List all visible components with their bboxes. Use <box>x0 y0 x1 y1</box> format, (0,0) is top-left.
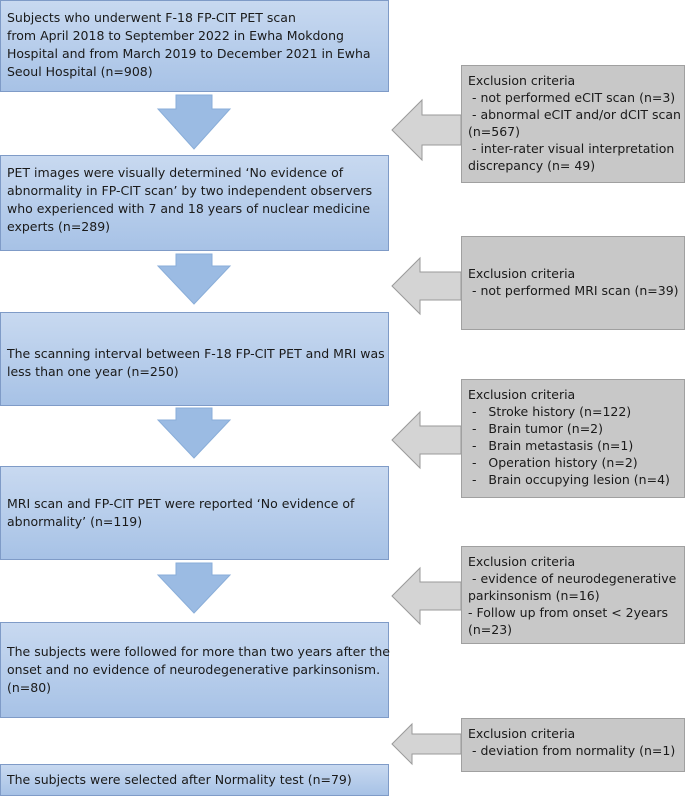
step-2-line-2: abnormality in FP-CIT scan’ by two indep… <box>7 183 373 198</box>
step-3-line-1: The scanning interval between F-18 FP-CI… <box>7 346 385 361</box>
exclusion-1-item: - inter-rater visual interpretation <box>468 141 675 156</box>
exclusion-5-title: Exclusion criteria <box>468 726 576 741</box>
exclusion-1-list: - not performed eCIT scan (n=3) - abnorm… <box>468 89 681 174</box>
exclusion-4-title: Exclusion criteria <box>468 554 576 569</box>
step-4-line-2: abnormality’ (n=119) <box>7 514 143 529</box>
down-arrow-2 <box>156 253 232 305</box>
step-box-5: The subjects were followed for more than… <box>0 622 390 718</box>
exclusion-1-item: discrepancy (n= 49) <box>468 158 596 173</box>
step-1-line-3: Hospital and from March 2019 to December… <box>7 46 371 61</box>
step-1-line-2: from April 2018 to September 2022 in Ewh… <box>7 28 344 43</box>
down-arrow-4 <box>156 562 232 614</box>
exclusion-4-item: - evidence of neurodegenerative <box>468 571 677 586</box>
step-2-line-1: PET images were visually determined ‘No … <box>7 165 344 180</box>
exclusion-4-item: - Follow up from onset < 2years <box>468 605 669 620</box>
exclusion-box-2: Exclusion criteria - not performed MRI s… <box>461 236 685 330</box>
exclusion-5-list: - deviation from normality (n=1) <box>468 742 678 759</box>
exclusion-1-item: - abnormal eCIT and/or dCIT scan <box>468 107 681 122</box>
exclusion-4-list: - evidence of neurodegenerative parkinso… <box>468 570 678 638</box>
step-5-line-3: (n=80) <box>7 680 52 695</box>
step-6-line-1: The subjects were selected after Normali… <box>7 772 352 787</box>
exclusion-box-1: Exclusion criteria - not performed eCIT … <box>461 65 685 183</box>
exclusion-3-title: Exclusion criteria <box>468 387 576 402</box>
exclusion-2-item: - not performed MRI scan (n=39) <box>468 283 679 298</box>
exclusion-3-item: - Operation history (n=2) <box>468 455 638 470</box>
exclusion-box-4: Exclusion criteria - evidence of neurode… <box>461 546 685 644</box>
step-5-line-1: The subjects were followed for more than… <box>7 644 390 659</box>
left-arrow-1 <box>391 98 462 162</box>
down-arrow-3 <box>156 407 232 459</box>
step-box-4: MRI scan and FP-CIT PET were reported ‘N… <box>0 466 389 560</box>
left-arrow-5 <box>391 722 462 766</box>
exclusion-3-list: - Stroke history (n=122) - Brain tumor (… <box>468 403 678 488</box>
step-box-1: Subjects who underwent F-18 FP-CIT PET s… <box>0 0 389 92</box>
exclusion-1-item: - not performed eCIT scan (n=3) <box>468 90 676 105</box>
exclusion-2-title: Exclusion criteria <box>468 266 576 281</box>
exclusion-3-item: - Stroke history (n=122) <box>468 404 632 419</box>
exclusion-1-item: (n=567) <box>468 124 521 139</box>
exclusion-5-item: - deviation from normality (n=1) <box>468 743 676 758</box>
exclusion-box-5: Exclusion criteria - deviation from norm… <box>461 718 685 772</box>
step-1-line-1: Subjects who underwent F-18 FP-CIT PET s… <box>7 10 296 25</box>
step-box-3: The scanning interval between F-18 FP-CI… <box>0 312 389 406</box>
exclusion-4-item: parkinsonism (n=16) <box>468 588 600 603</box>
exclusion-4-item: (n=23) <box>468 622 513 637</box>
left-arrow-3 <box>391 410 462 470</box>
step-4-line-1: MRI scan and FP-CIT PET were reported ‘N… <box>7 496 355 511</box>
step-box-6: The subjects were selected after Normali… <box>0 764 389 796</box>
left-arrow-2 <box>391 256 462 316</box>
exclusion-3-item: - Brain metastasis (n=1) <box>468 438 634 453</box>
left-arrow-4 <box>391 566 462 626</box>
step-2-line-4: experts (n=289) <box>7 219 111 234</box>
step-5-line-2: onset and no evidence of neurodegenerati… <box>7 662 381 677</box>
step-box-2: PET images were visually determined ‘No … <box>0 155 389 251</box>
step-2-line-3: who experienced with 7 and 18 years of n… <box>7 201 371 216</box>
exclusion-1-title: Exclusion criteria <box>468 73 576 88</box>
exclusion-2-list: - not performed MRI scan (n=39) <box>468 282 679 299</box>
exclusion-3-item: - Brain occupying lesion (n=4) <box>468 472 670 487</box>
down-arrow-1 <box>156 94 232 150</box>
step-3-line-2: less than one year (n=250) <box>7 364 179 379</box>
exclusion-3-item: - Brain tumor (n=2) <box>468 421 604 436</box>
step-1-line-4: Seoul Hospital (n=908) <box>7 64 153 79</box>
exclusion-box-3: Exclusion criteria - Stroke history (n=1… <box>461 379 685 498</box>
